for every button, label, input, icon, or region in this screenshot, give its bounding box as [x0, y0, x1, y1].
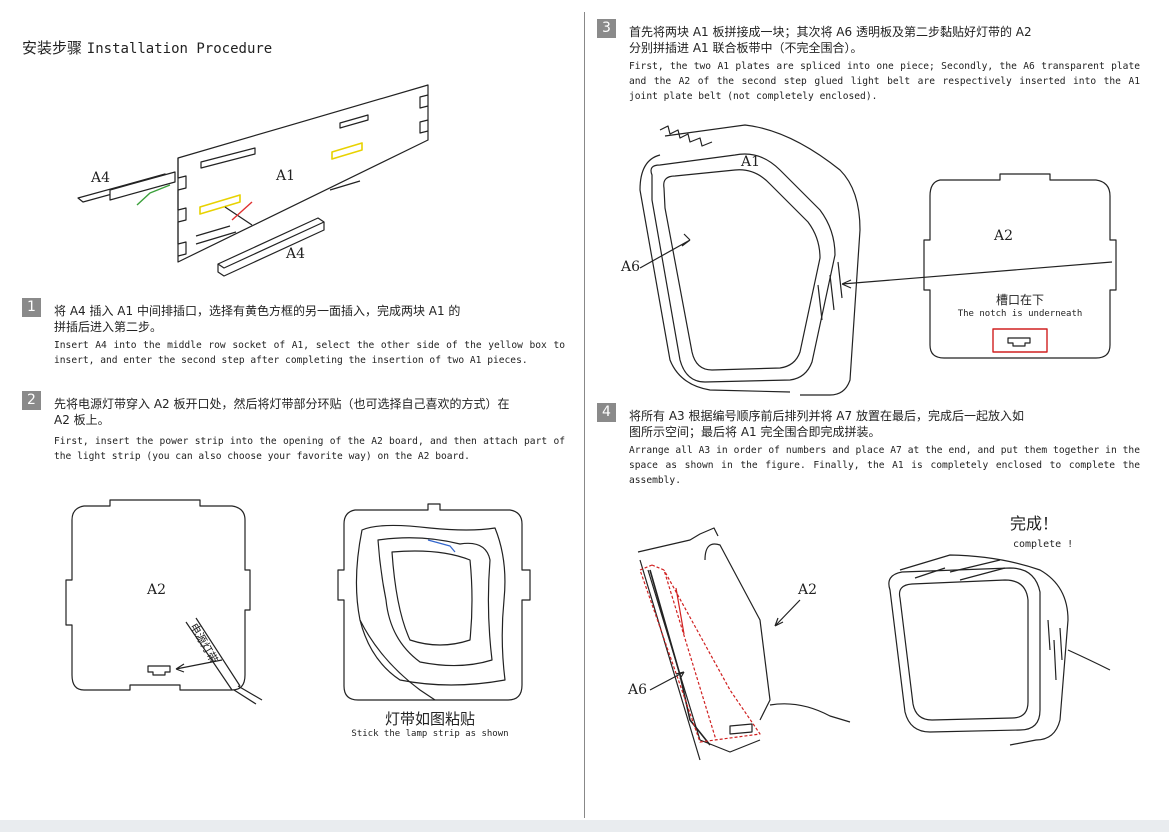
step-1-badge: 1	[22, 298, 41, 317]
step-3-cn: 首先将两块 A1 板拼接成一块；其次将 A6 透明板及第二步黏贴好灯带的 A2 …	[629, 25, 1032, 55]
label-a2-step2: A2	[147, 582, 167, 598]
step3-arrow-notch	[841, 261, 1113, 289]
label-a2-step4: A2	[798, 582, 818, 598]
step2-a2-plate	[65, 499, 251, 691]
step-4-badge: 4	[597, 403, 616, 422]
column-divider	[584, 12, 585, 818]
label-a6-step3: A6	[621, 259, 641, 275]
step-2-en: First, insert the power strip into the o…	[54, 436, 565, 462]
step-4-en: Arrange all A3 in order of numbers and p…	[629, 445, 1140, 486]
title-en: Installation Procedure	[86, 41, 273, 57]
step-3-en: First, the two A1 plates are spliced int…	[629, 61, 1140, 102]
step2-arrow	[175, 659, 223, 673]
step-2-badge: 2	[22, 391, 41, 410]
step1-a4-stick-bottom	[217, 201, 325, 277]
step2-lamp-strip-plate	[337, 503, 531, 701]
step3-arrow-a6	[639, 233, 691, 269]
bottom-scrollbar-area	[0, 820, 1169, 832]
step3-notch	[1007, 337, 1031, 347]
step4-assembly	[637, 527, 851, 761]
step-2-cn: 先将电源灯带穿入 A2 板开口处，然后将灯带部分环贴（也可选择自己喜欢的方式）在…	[54, 397, 510, 427]
caption-lamp-cn: 灯带如图粘贴	[384, 710, 475, 728]
page-title: 安装步骤 Installation Procedure	[22, 37, 272, 58]
step2-power-cable	[185, 617, 263, 705]
step3-box	[639, 124, 861, 396]
label-a4-top: A4	[91, 170, 111, 186]
caption-complete-en: complete !	[1013, 539, 1074, 550]
label-a6-step4: A6	[628, 682, 648, 698]
title-cn: 安装步骤	[22, 39, 83, 57]
step4-arrow-a2	[774, 599, 801, 627]
step1-a1-plate	[177, 84, 429, 263]
step-1-cn: 将 A4 插入 A1 中间排插口，选择有黄色方框的另一面插入，完成两块 A1 的…	[54, 304, 461, 334]
step-4-cn: 将所有 A3 根据编号顺序前后排列并将 A7 放置在最后，完成后一起放入如 图所…	[629, 409, 1024, 439]
caption-complete-cn: 完成！	[1010, 514, 1059, 533]
step4-arrow-a6	[649, 671, 685, 691]
label-a1-step3: A1	[741, 154, 761, 170]
caption-notch-en: The notch is underneath	[957, 309, 1083, 319]
step2-notch	[147, 665, 171, 676]
caption-notch-cn: 槽口在下	[995, 293, 1044, 307]
step-1-en: Insert A4 into the middle row socket of …	[54, 340, 565, 366]
label-a1-top: A1	[276, 168, 296, 184]
step3-a2-plate	[923, 173, 1117, 359]
step-3-badge: 3	[597, 19, 616, 38]
caption-lamp-en: Stick the lamp strip as shown	[351, 729, 509, 739]
step1-a4-stick-top	[77, 171, 176, 206]
label-a2-step3: A2	[994, 228, 1014, 244]
notch-highlight-box	[992, 328, 1048, 353]
label-a4-bottom: A4	[286, 246, 306, 262]
complete-box	[888, 554, 1111, 746]
